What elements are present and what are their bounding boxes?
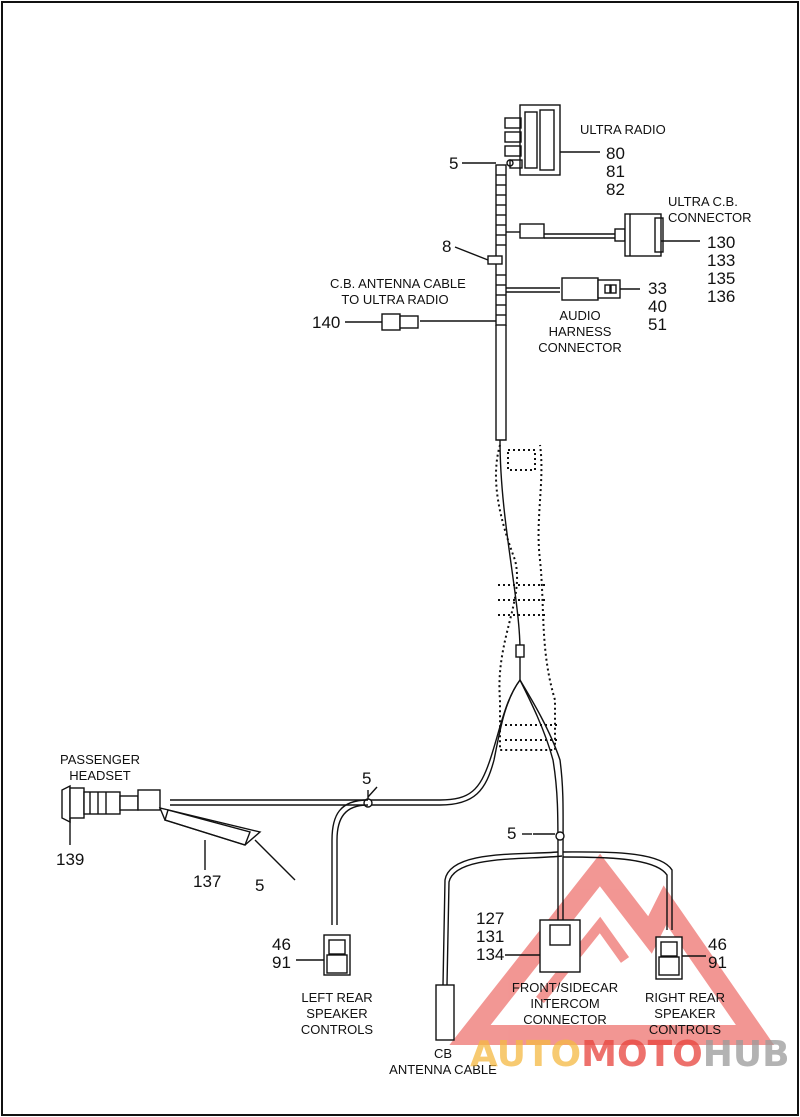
right-speaker-connector bbox=[655, 936, 706, 980]
callout-clip-mid-left: 5 bbox=[362, 769, 372, 788]
callout-clip-cover: 5 bbox=[255, 876, 265, 895]
ultra-radio-connector bbox=[504, 104, 600, 176]
callout-audio-parts: 33 40 51 bbox=[648, 279, 667, 334]
callout-clip-mid-right: 5 bbox=[507, 824, 517, 843]
callout-left-speaker-parts: 46 91 bbox=[272, 935, 291, 972]
cb-connector-branch bbox=[506, 213, 700, 257]
label-audio-harness-connector: AUDIO HARNESS CONNECTOR bbox=[538, 308, 622, 355]
watermark-part-moto: MOTO bbox=[581, 1034, 703, 1075]
watermark-part-auto: AUTO bbox=[470, 1034, 582, 1075]
cb-antenna-cable-end bbox=[435, 984, 455, 1041]
label-right-rear-speaker-controls: RIGHT REAR SPEAKER CONTROLS bbox=[645, 990, 725, 1037]
clip-right bbox=[555, 831, 565, 841]
callout-cb-cable-part: 140 bbox=[312, 313, 341, 332]
fairing-outline-dotted bbox=[494, 444, 560, 751]
right-speaker-wire bbox=[562, 851, 673, 930]
label-cb-antenna-to-radio: C.B. ANTENNA CABLE TO ULTRA RADIO bbox=[330, 276, 466, 307]
callout-headset-part: 139 bbox=[56, 850, 85, 869]
label-passenger-headset: PASSENGER HEADSET bbox=[60, 752, 140, 783]
callout-grommet: 8 bbox=[442, 237, 452, 256]
left-speaker-wire bbox=[331, 799, 369, 925]
main-harness-trunk bbox=[487, 159, 514, 441]
label-ultra-radio: ULTRA RADIO bbox=[580, 122, 666, 137]
label-ultra-cb-connector: ULTRA C.B. CONNECTOR bbox=[668, 194, 752, 225]
intercom-connector bbox=[505, 919, 581, 973]
watermark-logo bbox=[449, 853, 775, 1045]
label-front-sidecar-intercom: FRONT/SIDECAR INTERCOM CONNECTOR bbox=[511, 980, 619, 1027]
trunk-through-fairing bbox=[499, 439, 521, 680]
audio-harness-branch bbox=[506, 277, 640, 301]
watermark-part-hub: HUB bbox=[702, 1034, 790, 1075]
left-branch-wire bbox=[170, 679, 521, 801]
callout-intercom-parts: 127 131 134 bbox=[476, 909, 505, 964]
callout-radio-parts: 80 81 82 bbox=[606, 144, 625, 199]
cb-antenna-to-radio-branch bbox=[345, 313, 496, 331]
callout-clip-top: 5 bbox=[449, 154, 459, 173]
callout-right-speaker-parts: 46 91 bbox=[708, 935, 727, 972]
label-left-rear-speaker-controls: LEFT REAR SPEAKER CONTROLS bbox=[300, 990, 374, 1037]
cb-antenna-cable-wire bbox=[442, 851, 559, 986]
label-cb-antenna-cable: CB ANTENNA CABLE bbox=[389, 1046, 497, 1077]
watermark-text: AUTOMOTOHUB bbox=[470, 1034, 790, 1075]
callout-cover-part: 137 bbox=[193, 872, 222, 891]
right-branch-wire bbox=[519, 679, 559, 856]
harness-cover-137 bbox=[158, 806, 296, 881]
splice-block bbox=[515, 644, 525, 658]
left-speaker-connector bbox=[296, 934, 351, 976]
callout-cb-connector-parts: 130 133 135 136 bbox=[707, 233, 736, 306]
passenger-headset-connector bbox=[61, 784, 161, 845]
